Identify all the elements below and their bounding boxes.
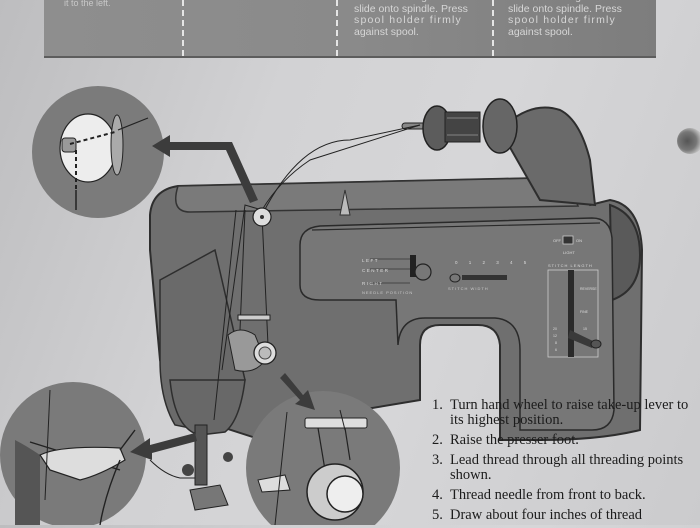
thread-guide-post bbox=[339, 189, 351, 216]
stitch-length-track bbox=[568, 270, 574, 357]
label-left: LEFT bbox=[362, 258, 379, 263]
inset-thread-guide bbox=[0, 382, 146, 525]
panel-cell-4-text: holder to the right and slide onto spind… bbox=[508, 0, 622, 38]
step-4: 4. Thread needle from front to back. bbox=[432, 487, 646, 503]
step-1: 1. Turn hand wheel to raise take-up leve… bbox=[432, 397, 689, 428]
panel-cell-3: holder to the right and slide onto spind… bbox=[338, 0, 494, 56]
thread-spool bbox=[401, 98, 518, 154]
panel-cell-2 bbox=[184, 0, 338, 56]
inset-spool-holder bbox=[32, 86, 164, 218]
binder-hole bbox=[677, 128, 700, 154]
scale-15: 15 bbox=[583, 327, 587, 331]
threading-instructions: 1. Turn hand wheel to raise take-up leve… bbox=[432, 398, 700, 528]
stitch-length-lever[interactable] bbox=[568, 330, 602, 349]
reverse-label: REVERSE bbox=[580, 287, 597, 291]
scale-20: 20 bbox=[553, 327, 557, 331]
fine-label: FINE bbox=[580, 310, 589, 314]
presser-foot bbox=[149, 424, 233, 511]
stitch-length-label: STITCH LENGTH bbox=[548, 263, 593, 268]
stitch-width-ticks: 0 1 2 3 4 5 bbox=[455, 260, 531, 265]
tension-assembly bbox=[227, 314, 277, 372]
scale-12: 12 bbox=[553, 334, 557, 338]
panel-cell-4: holder to the right and slide onto spind… bbox=[494, 0, 656, 56]
step-3: 3. Lead thread through all threading poi… bbox=[432, 452, 684, 483]
callout-arrow-lower-left bbox=[130, 433, 197, 460]
callout-arrow-lower-middle bbox=[280, 373, 315, 410]
light-label: LIGHT bbox=[563, 250, 575, 255]
scale-8: 8 bbox=[555, 341, 557, 345]
light-switch[interactable] bbox=[562, 235, 574, 245]
label-right: RIGHT bbox=[362, 281, 384, 286]
needle-position-dial[interactable] bbox=[370, 255, 432, 284]
callout-arrow-upper bbox=[152, 135, 258, 203]
top-instruction-panel: it to the left. holder to the right and … bbox=[44, 0, 656, 58]
step-2: 2. Raise the presser foot. bbox=[432, 432, 579, 448]
machine-body bbox=[149, 106, 644, 442]
label-needle-position: NEEDLE POSITION bbox=[362, 290, 413, 295]
light-off-label: OFF bbox=[553, 238, 562, 243]
inset-tension-detail bbox=[246, 391, 400, 525]
panel-cell-1-text: it to the left. bbox=[64, 0, 111, 8]
panel-cell-1: it to the left. bbox=[44, 0, 184, 56]
panel-cell-3-text: holder to the right and slide onto spind… bbox=[354, 0, 468, 38]
scale-6: 6 bbox=[555, 348, 557, 352]
thread-path bbox=[213, 124, 421, 421]
label-center: CENTER bbox=[362, 268, 390, 273]
stitch-width-slider[interactable] bbox=[449, 273, 507, 283]
step-5: 5. Draw about four inches of thread bbox=[432, 507, 643, 523]
label-stitch-width: STITCH WIDTH bbox=[448, 286, 489, 291]
light-on-label: ON bbox=[576, 238, 582, 243]
